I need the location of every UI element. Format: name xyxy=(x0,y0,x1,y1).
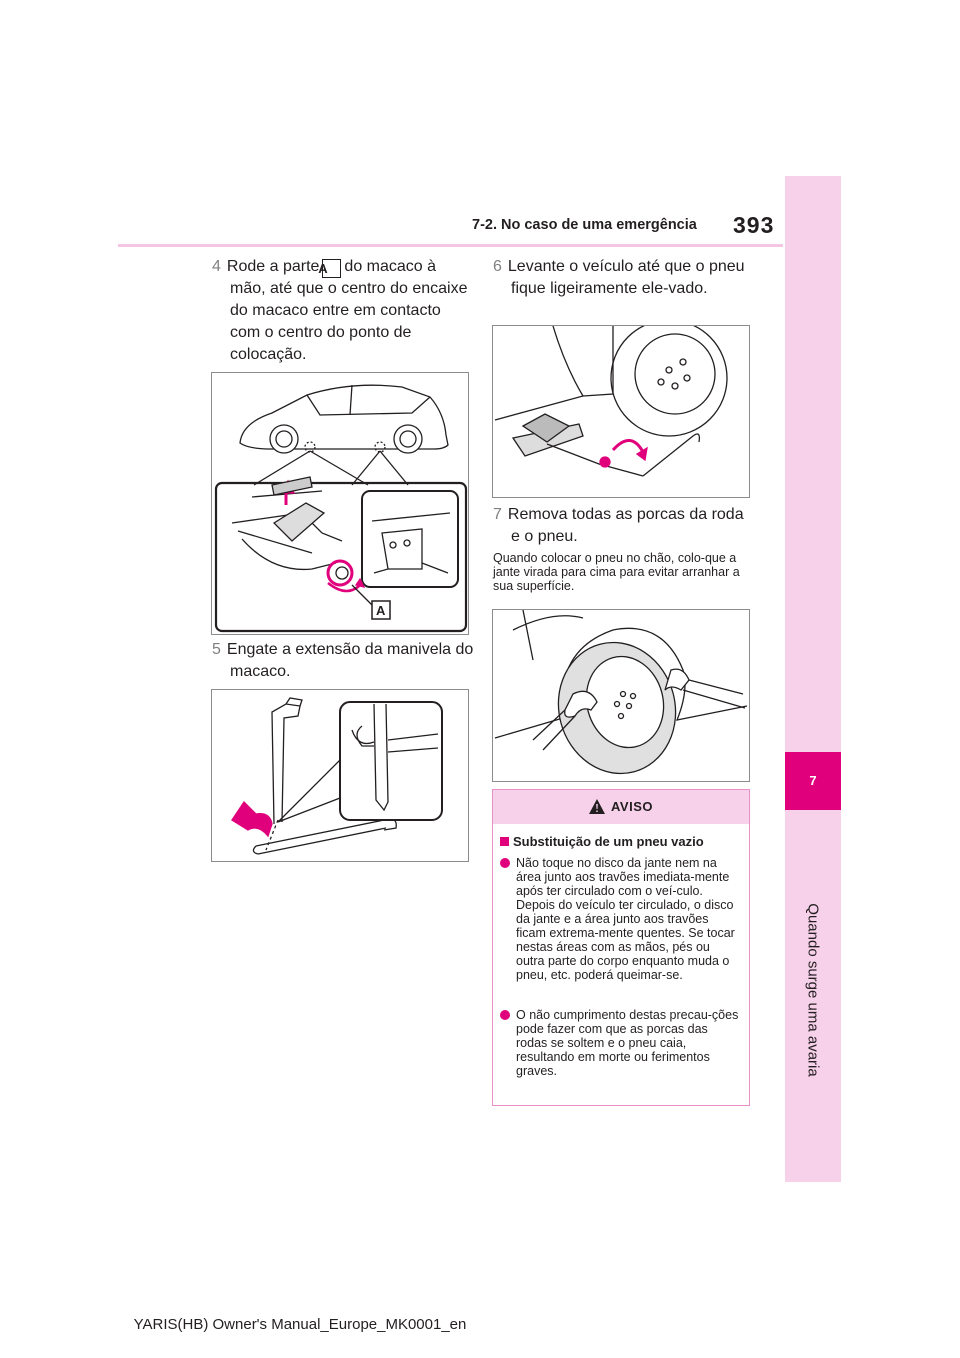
figure-crank-extension xyxy=(211,689,469,862)
step-7-note: Quando colocar o pneu no chão, colo-que … xyxy=(493,551,740,593)
header-rule xyxy=(118,244,783,247)
warning-subtitle: Substituição de um pneu vazio xyxy=(500,834,704,849)
square-bullet-icon xyxy=(500,837,509,846)
chapter-title-vertical: Quando surge uma avaria xyxy=(804,903,822,1077)
figure-label-a: A xyxy=(376,603,386,618)
footer-manual-id: YARIS(HB) Owner's Manual_Europe_MK0001_e… xyxy=(133,1316,467,1333)
figure-jack-placement: A xyxy=(211,372,469,635)
warning-bullet-1: Não toque no disco da jante nem na área … xyxy=(500,856,740,982)
warning-header: AVISO xyxy=(493,790,749,824)
bullet-dot-icon xyxy=(500,1010,510,1020)
bullet-dot-icon xyxy=(500,858,510,868)
figure-raise-vehicle xyxy=(492,319,750,498)
warning-title: AVISO xyxy=(611,799,653,814)
warning-box: AVISO Substituição de um pneu vazio Não … xyxy=(492,789,750,1106)
section-title: 7-2. No caso de uma emergência xyxy=(472,217,697,233)
label-a-badge: A xyxy=(318,259,342,278)
warning-triangle-icon xyxy=(589,799,605,817)
figure-remove-tire xyxy=(492,609,750,782)
chapter-side-tab xyxy=(785,176,841,1182)
warning-bullet-2: O não cumprimento destas precau-ções pod… xyxy=(500,1008,740,1078)
page-number: 393 xyxy=(733,212,775,238)
chapter-number-badge: 7 xyxy=(785,752,841,810)
